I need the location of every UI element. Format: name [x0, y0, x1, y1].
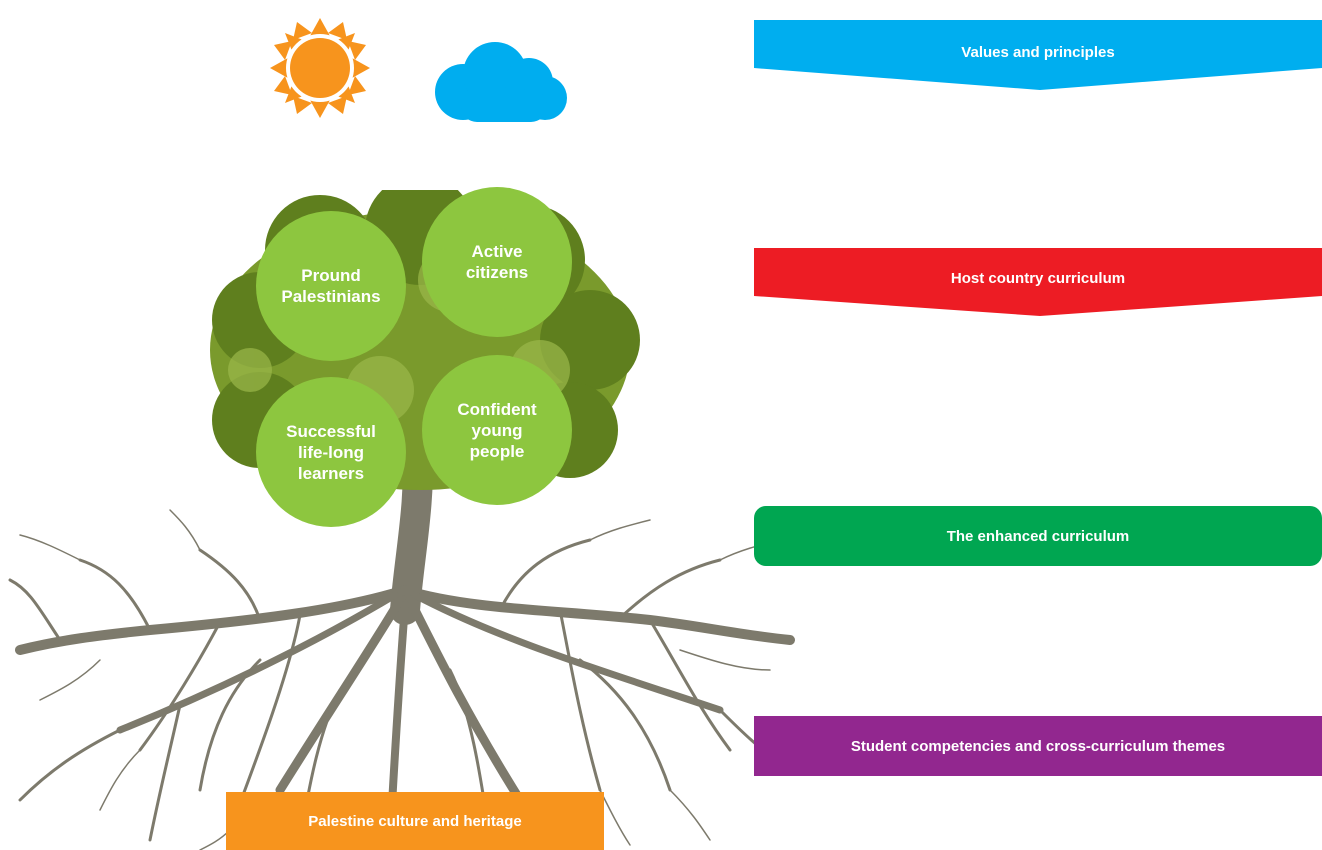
- banner-label: Values and principles: [961, 44, 1115, 61]
- sun-icon: [270, 18, 370, 118]
- circle-active-citizens: Active citizens: [422, 187, 572, 337]
- circle-confident-young-people: Confident young people: [422, 355, 572, 505]
- circle-label: Active citizens: [465, 242, 529, 282]
- banner-label: Palestine culture and heritage: [308, 812, 522, 830]
- banner-values-principles: Values and principles: [754, 20, 1322, 90]
- circle-label: Successful life-long learners: [286, 421, 376, 483]
- circle-successful-learners: Successful life-long learners: [256, 377, 406, 527]
- banner-student-competencies: Student competencies and cross-curriculu…: [754, 716, 1322, 776]
- banner-enhanced-curriculum: The enhanced curriculum: [754, 506, 1322, 566]
- banner-palestine-culture-heritage: Palestine culture and heritage: [226, 792, 604, 850]
- banner-label: The enhanced curriculum: [946, 527, 1130, 545]
- banner-shape: [754, 20, 1322, 90]
- banner-shape: [754, 248, 1322, 316]
- banner-host-country-curriculum: Host country curriculum: [754, 248, 1322, 316]
- banner-label: Host country curriculum: [950, 270, 1126, 287]
- circle-label: Pround Palestinians: [281, 266, 381, 306]
- circle-label: Confident young people: [457, 399, 537, 461]
- cloud-icon: [435, 42, 567, 122]
- banner-label: Student competencies and cross-curriculu…: [850, 737, 1226, 755]
- circle-proud-palestinians: Pround Palestinians: [256, 211, 406, 361]
